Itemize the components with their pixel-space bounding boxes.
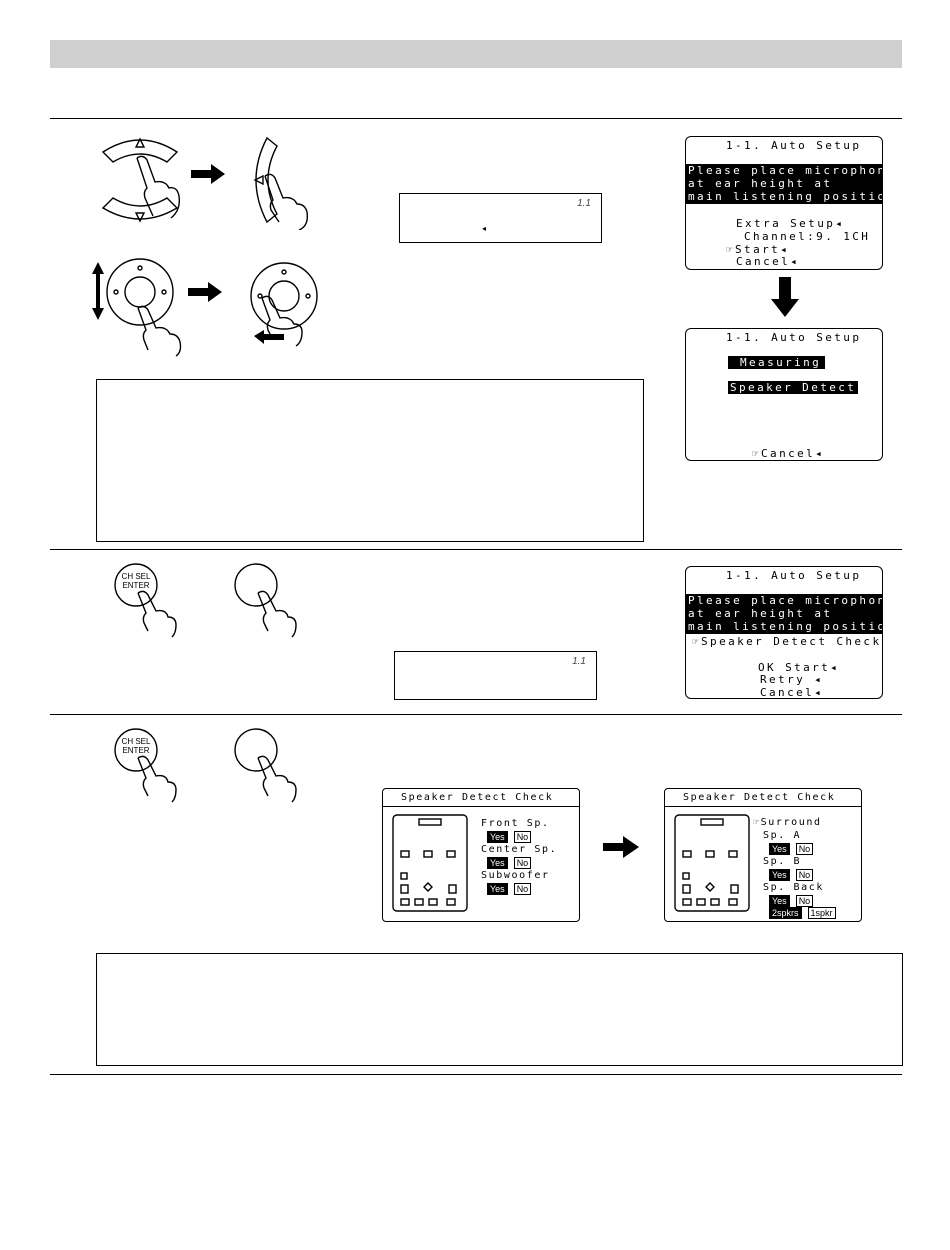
osd-item-ok-start[interactable]: OK Start◂ [758,661,840,674]
section-divider [50,714,902,715]
osd-notice-line: Please place microphone [688,594,883,607]
button-label-line: CH SEL [121,572,151,581]
sp-b-no-button[interactable]: No [795,869,814,881]
sp-back-yes-button[interactable]: Yes [769,895,790,907]
display-segment-icon: ◂ [482,224,487,233]
osd-title-divider [665,806,861,807]
osd-item-cancel[interactable]: Cancel◂ [760,686,824,699]
osd-item-cancel[interactable]: ☞Cancel◂ [752,447,825,460]
osd-title: Speaker Detect Check [401,792,554,803]
note-box [96,379,644,542]
osd-item-start[interactable]: ☞Start◂ [726,243,790,256]
osd-check-line[interactable]: ☞Speaker Detect Check [692,635,882,648]
speaker-layout-icon [674,814,750,912]
enter-button-illustration [114,563,297,638]
jog-dial-illustration [92,258,318,357]
section-divider [50,549,902,550]
display-indicator: 1.1 [577,198,591,209]
osd-notice-line: main listening position. [688,620,883,633]
sp-back-label: Sp. Back [763,882,824,893]
center-sp-label: Center Sp. [481,844,558,855]
sp-b-label: Sp. B [763,856,802,867]
osd-title-divider [383,806,579,807]
button-label-line: CH SEL [121,737,151,746]
osd-notice-line: Please place microphone [688,164,883,177]
osd-item-channel[interactable]: Channel:9. 1CH [744,230,871,243]
section-divider [50,118,902,119]
osd-measuring-screen: 1-1. Auto Setup Measuring Speaker Detect… [685,328,883,461]
section-header-bar [50,40,902,68]
center-sp-no-button[interactable]: No [513,857,532,869]
enter-button-illustration [114,728,297,803]
button-label-line: ENTER [122,581,150,590]
osd-speaker-check-surround: Speaker Detect Check ☞Surround Sp. A Yes… [664,788,862,922]
button-label-line: ENTER [122,746,150,755]
sp-back-1spkr-button[interactable]: 1spkr [807,907,836,919]
osd-title: Speaker Detect Check [683,792,836,803]
front-sp-label: Front Sp. [481,818,550,829]
osd-status-measuring: Measuring [728,356,826,369]
osd-notice-line: at ear height at [688,177,833,190]
osd-speaker-detect-check-screen: 1-1. Auto Setup Please place microphone … [685,566,883,699]
surround-heading[interactable]: ☞Surround [753,817,822,828]
subwoofer-yes-button[interactable]: Yes [487,883,508,895]
subwoofer-label: Subwoofer [481,870,550,881]
osd-title: 1-1. Auto Setup [726,139,862,152]
section-divider [50,1074,902,1075]
osd-notice-bar: Please place microphone at ear height at… [686,594,882,634]
osd-item-retry[interactable]: Retry ◂ [760,673,824,686]
sp-b-yes-button[interactable]: Yes [769,869,790,881]
sp-a-no-button[interactable]: No [795,843,814,855]
subwoofer-no-button[interactable]: No [513,883,532,895]
osd-auto-setup-screen: 1-1. Auto Setup Please place microphone … [685,136,883,270]
osd-item-extra-setup[interactable]: Extra Setup◂ [736,217,845,230]
osd-notice-line: main listening position. [688,190,883,203]
sp-back-2spkrs-button[interactable]: 2spkrs [769,907,802,919]
front-sp-no-button[interactable]: No [513,831,532,843]
speaker-layout-icon [392,814,468,912]
osd-notice-bar: Please place microphone at ear height at… [686,164,882,204]
display-indicator: 1.1 [572,656,586,667]
center-sp-yes-button[interactable]: Yes [487,857,508,869]
osd-title: 1-1. Auto Setup [726,569,862,582]
front-sp-yes-button[interactable]: Yes [487,831,508,843]
front-display-panel: 1.1 ◂ [399,193,602,243]
enter-button-label: CH SEL ENTER [118,572,154,590]
note-box [96,953,903,1066]
down-arrow-icon [771,277,799,317]
osd-title: 1-1. Auto Setup [726,331,862,344]
right-arrow-icon [603,836,639,858]
osd-item-cancel[interactable]: Cancel◂ [736,255,800,268]
sp-a-label: Sp. A [763,830,802,841]
front-display-panel: 1.1 [394,651,597,700]
osd-status-speaker-detect: Speaker Detect [728,381,859,394]
enter-button-label: CH SEL ENTER [118,737,154,755]
cursor-up-button-illustration [101,136,309,230]
osd-notice-line: at ear height at [688,607,833,620]
sp-back-no-button[interactable]: No [795,895,814,907]
sp-a-yes-button[interactable]: Yes [769,843,790,855]
